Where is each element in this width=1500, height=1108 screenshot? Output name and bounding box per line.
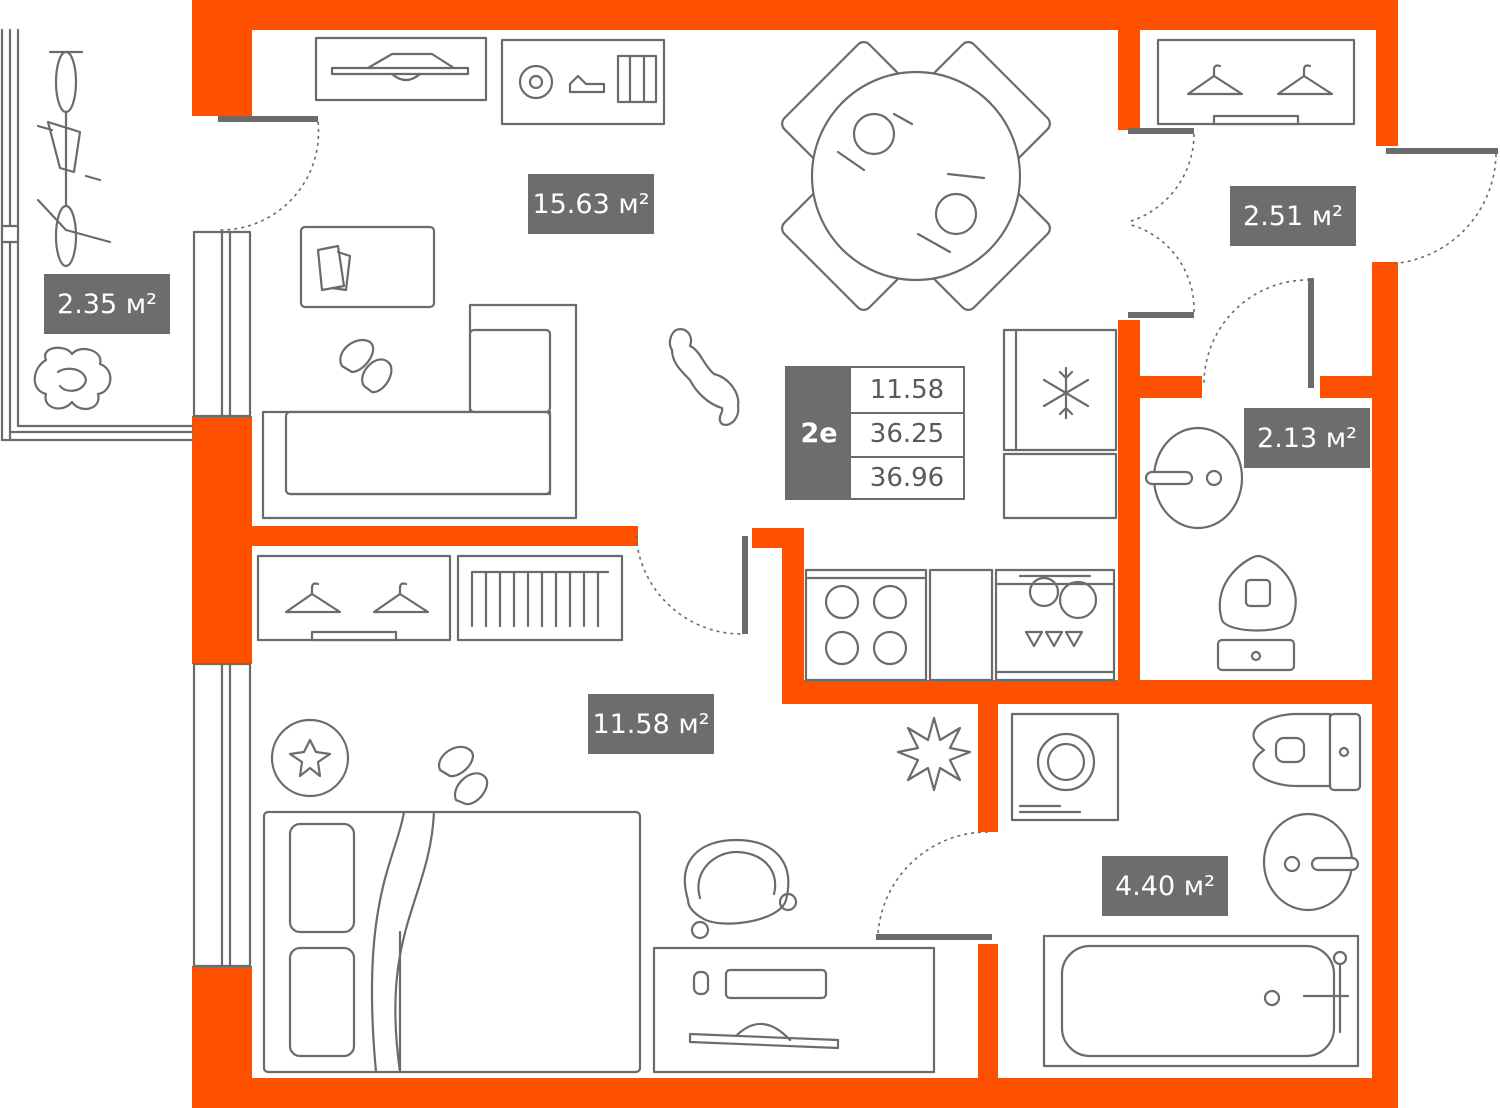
slippers-icon [437,745,489,806]
bedroom [256,554,972,1074]
snowflake-icon [1042,366,1090,420]
bathroom [1010,712,1362,1068]
kitchen [804,328,1118,682]
slippers-icon [339,339,393,394]
room-area-hallway: 2.51 м² [1230,186,1356,246]
windows [192,230,252,968]
plant-icon [896,716,972,792]
thin-partitions [218,116,1498,940]
apartment-summary: 2e 11.58 36.25 36.96 [785,366,965,500]
door-swings [219,121,1497,935]
room-area-bathroom: 4.40 м² [1102,856,1228,916]
room-area-bedroom: 11.58 м² [588,694,714,754]
dog-icon [668,328,740,426]
summary-area-total: 36.25 [851,412,963,458]
toilet-room [1144,426,1297,672]
room-area-living-kitchen: 15.63 м² [528,174,654,234]
walls [192,0,1398,1108]
summary-area-total-with-balcony: 36.96 [869,463,945,493]
shrub-icon [33,346,112,411]
apartment-code: 2e [787,368,851,498]
flower-icon [288,738,332,778]
hallway-closet [1156,38,1356,126]
summary-area-living: 11.58 [851,368,963,414]
balcony [0,28,194,442]
room-area-balcony: 2.35 м² [44,274,170,334]
chair-icon [683,838,790,925]
living-furniture [261,36,740,520]
bicycle-icon [36,50,112,268]
room-area-toilet: 2.13 м² [1244,408,1370,468]
dining-table [781,41,1051,311]
